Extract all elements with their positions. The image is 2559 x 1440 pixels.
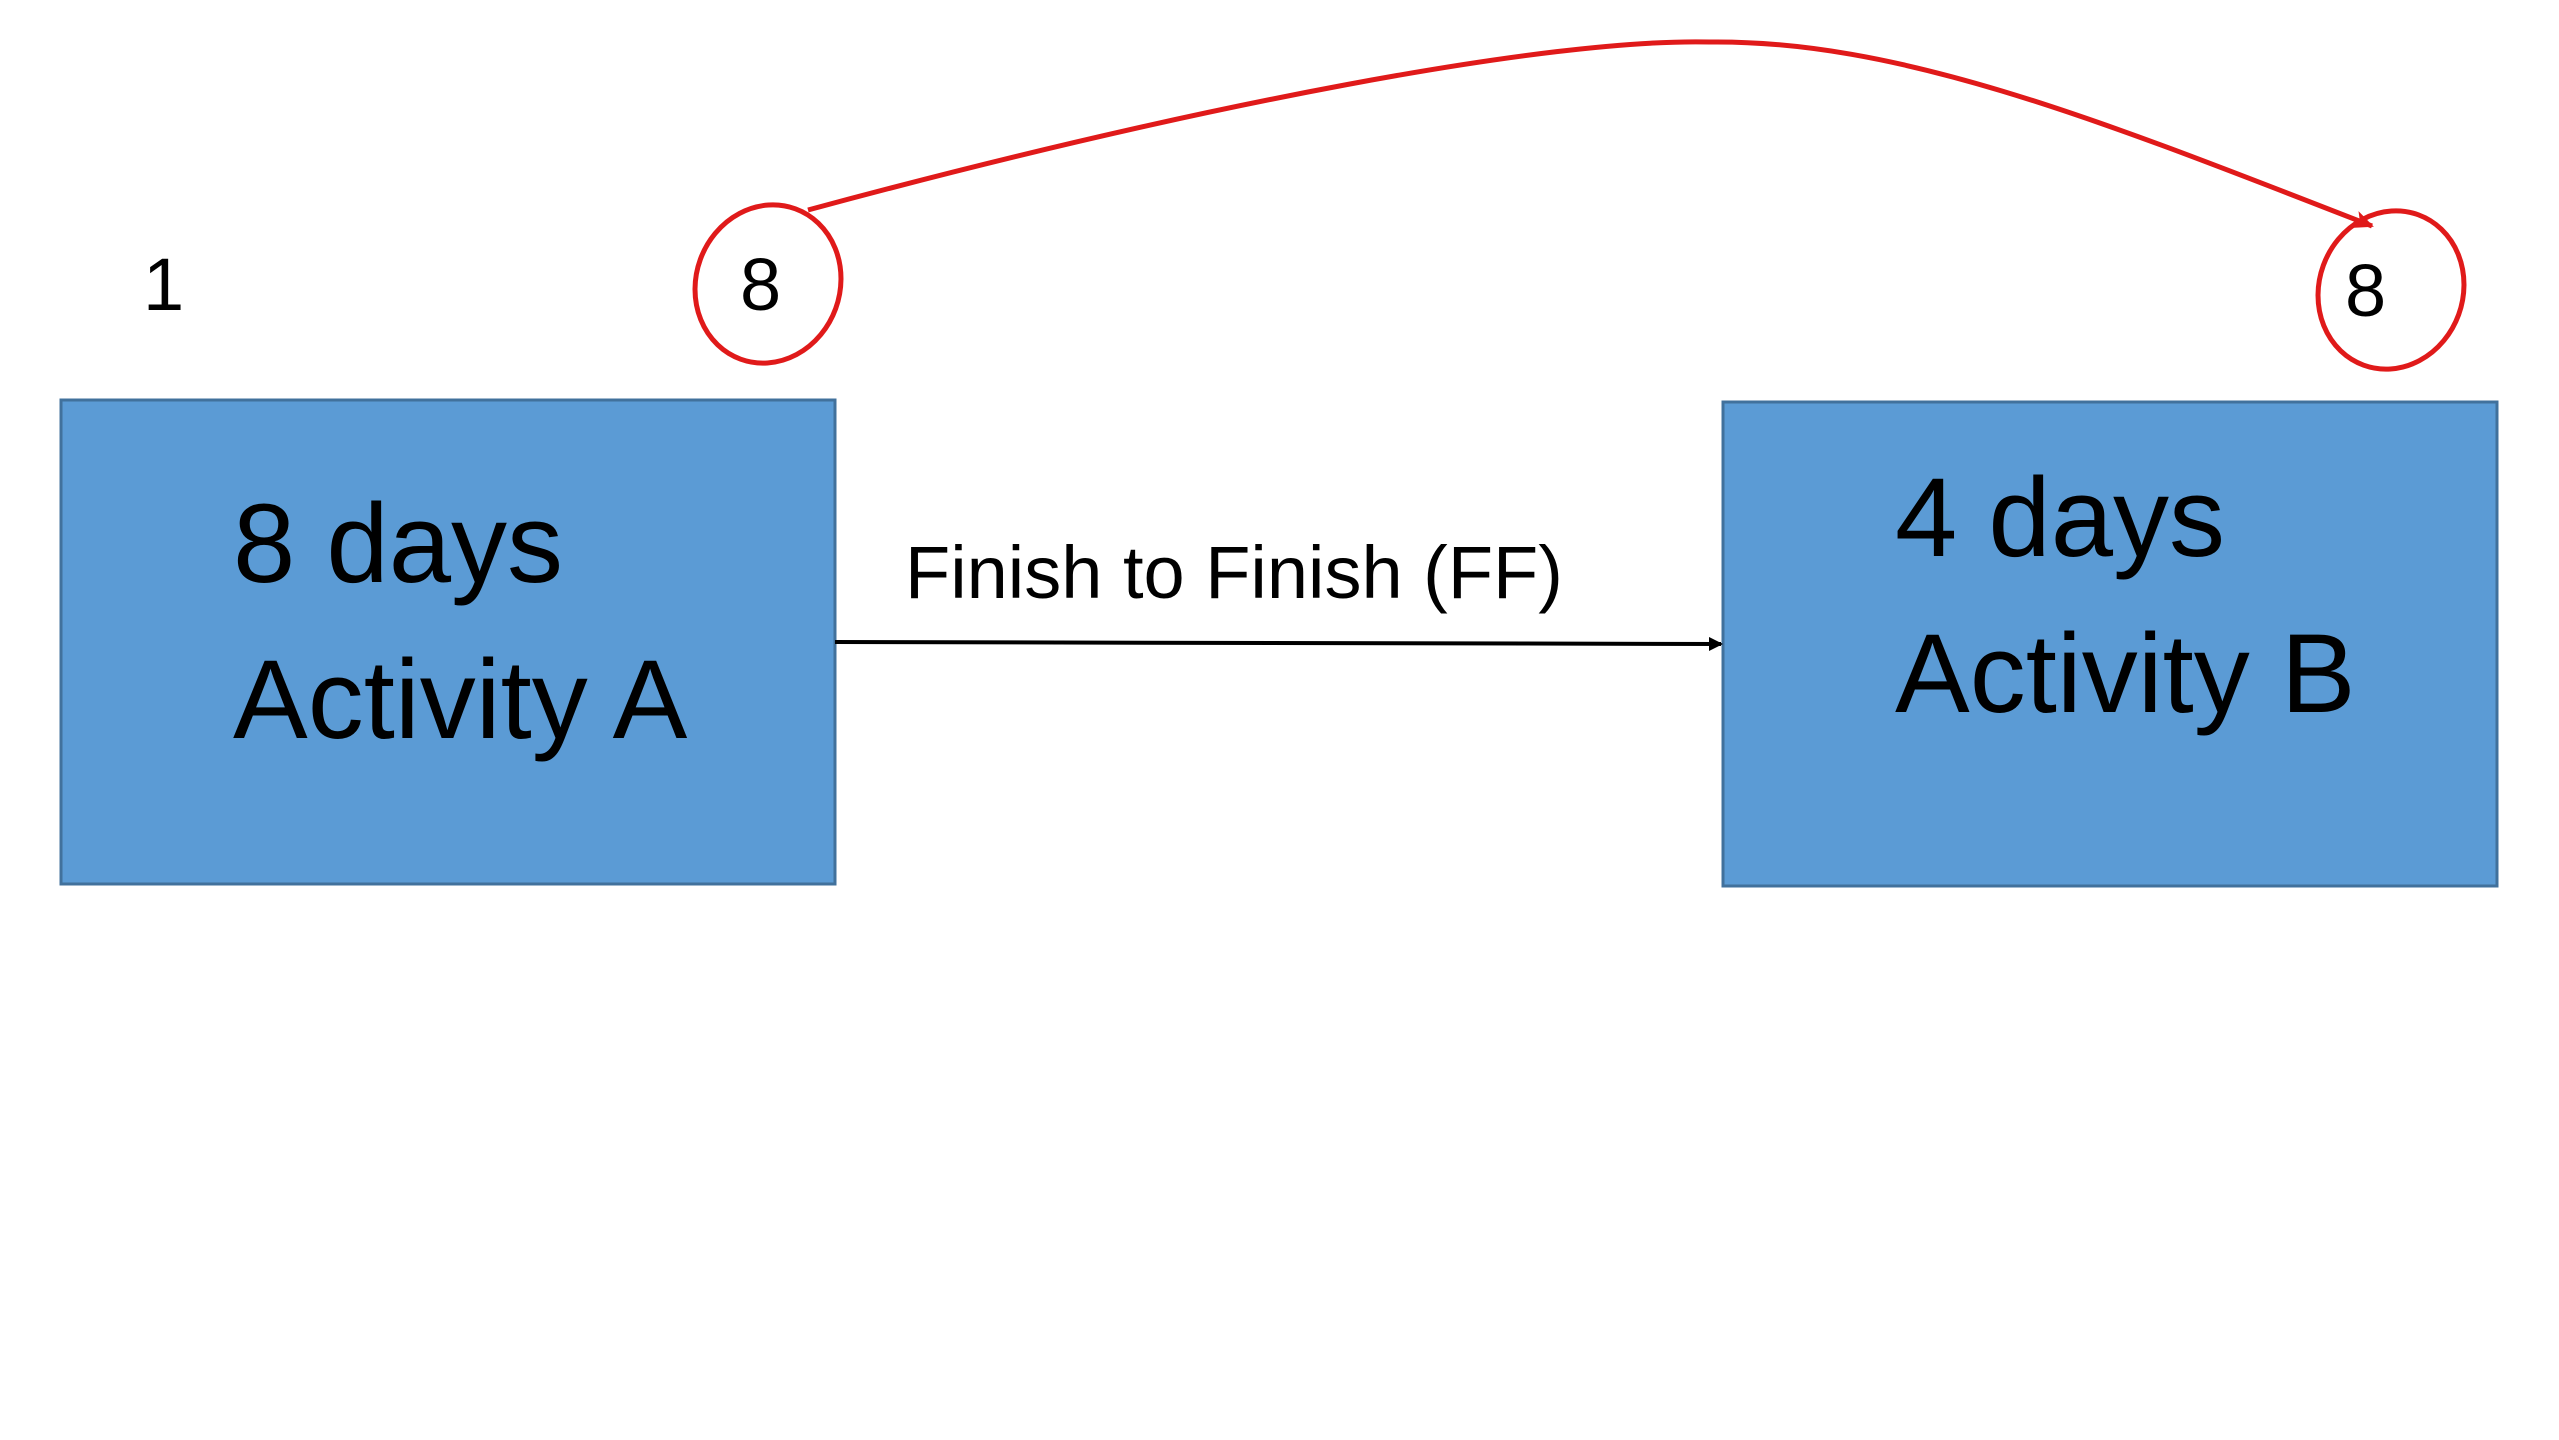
activity-a-box — [59, 398, 837, 886]
ff-relationship-arrow — [834, 636, 1723, 651]
activity-a-start-label: 1 — [143, 243, 184, 326]
activity-a-finish-label: 8 — [740, 243, 781, 326]
activity-b-box — [1721, 400, 2499, 888]
finish-link-curved-arrow — [807, 39, 2374, 229]
activity-b-duration: 4 days — [1895, 455, 2225, 580]
activity-b-name: Activity B — [1895, 611, 2356, 736]
activity-a-duration: 8 days — [233, 481, 563, 606]
activity-a-finish-highlight-circle — [692, 202, 844, 366]
activity-b-finish-label: 8 — [2345, 249, 2386, 332]
activity-a-name: Activity A — [233, 637, 688, 762]
ff-relationship-label: Finish to Finish (FF) — [905, 531, 1563, 614]
activity-b-finish-highlight-circle — [2315, 208, 2467, 372]
